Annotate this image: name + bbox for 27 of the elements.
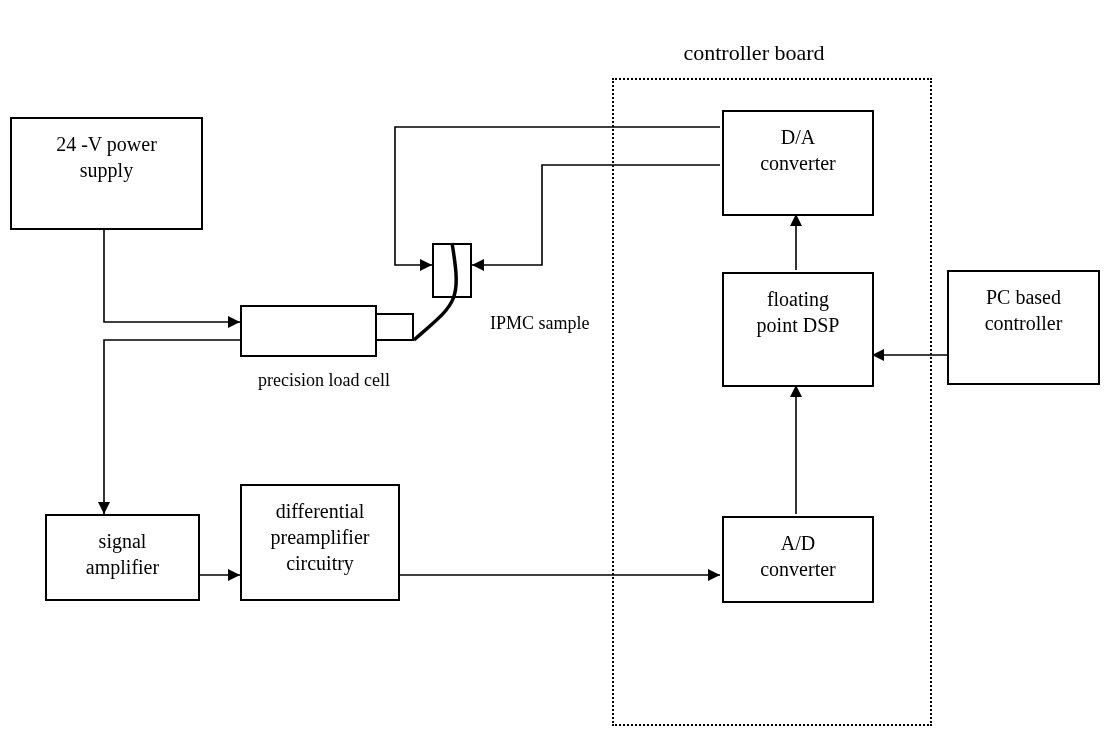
arrow [471,164,721,271]
part-caption: IPMC sample [490,313,590,334]
process-box [45,514,200,601]
arrow [394,126,721,271]
part-caption: precision load cell [258,370,390,391]
arrow [399,569,721,581]
process-box [10,117,203,230]
process-box [722,516,874,603]
box-text: D/A converter [759,125,837,176]
arrow [98,339,241,515]
box-text: A/D converter [759,531,837,582]
box-text: differential preamplifier circuitry [269,499,371,576]
box-text: signal amplifier [84,529,161,580]
arrow [871,349,948,361]
arrow [103,229,241,328]
arrow [199,569,241,581]
process-box [240,484,400,601]
board-heading: controller board [682,40,826,67]
box-text: 24 -V power supply [55,132,158,183]
box-text: floating point DSP [755,287,841,338]
box-text: PC based controller [983,285,1064,336]
arrow [790,384,802,515]
process-box [947,270,1100,385]
arrow [790,213,802,271]
process-box [722,110,874,216]
process-box [722,272,874,387]
sample-strip [412,242,458,342]
